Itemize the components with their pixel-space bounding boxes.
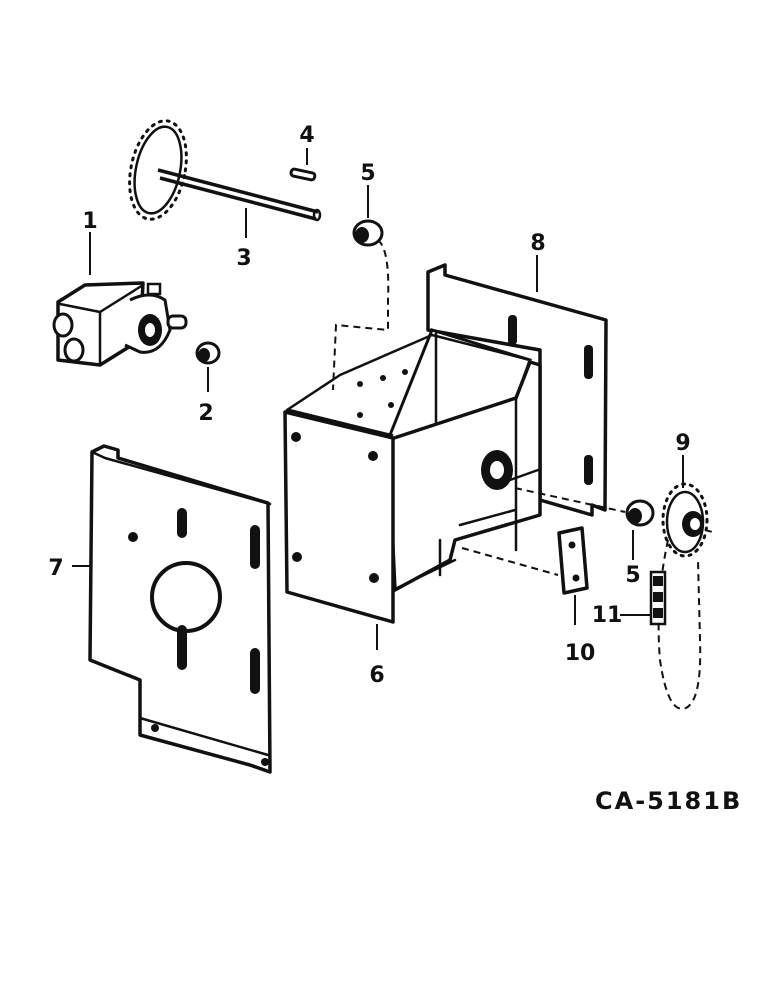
drawing-code: CA-5181B <box>595 787 742 815</box>
callout-2: 2 <box>198 401 213 426</box>
part-1-drive-unit <box>52 281 188 367</box>
part-5-bearing-right <box>625 499 655 527</box>
part-6-housing <box>283 328 542 624</box>
part-7-front-plate <box>88 444 272 774</box>
callout-4: 4 <box>299 123 314 148</box>
alignment-line-top <box>332 239 390 391</box>
part-4-key <box>289 167 317 182</box>
callout-3: 3 <box>236 246 251 271</box>
callout-labels: 1 2 3 4 5 5 6 7 8 9 10 11 <box>48 123 690 688</box>
part-10-bracket <box>557 526 589 595</box>
alignment-line-right <box>514 487 626 513</box>
part-11-chain <box>649 539 702 710</box>
callout-5-top: 5 <box>360 161 375 186</box>
leader-lines <box>72 148 684 650</box>
callout-10: 10 <box>565 641 596 666</box>
alignment-line-bracket <box>461 547 559 576</box>
part-2-bushing <box>195 341 221 365</box>
callout-6: 6 <box>369 663 384 688</box>
callout-5-right: 5 <box>625 563 640 588</box>
callout-8: 8 <box>530 231 545 256</box>
part-5-bearing-top <box>352 219 384 247</box>
part-9-sprocket <box>661 482 717 558</box>
part-3-shaft-with-sprocket <box>128 119 322 222</box>
callout-1: 1 <box>82 209 97 234</box>
callout-7: 7 <box>48 556 63 581</box>
callout-9: 9 <box>675 431 690 456</box>
callout-11: 11 <box>592 603 623 628</box>
